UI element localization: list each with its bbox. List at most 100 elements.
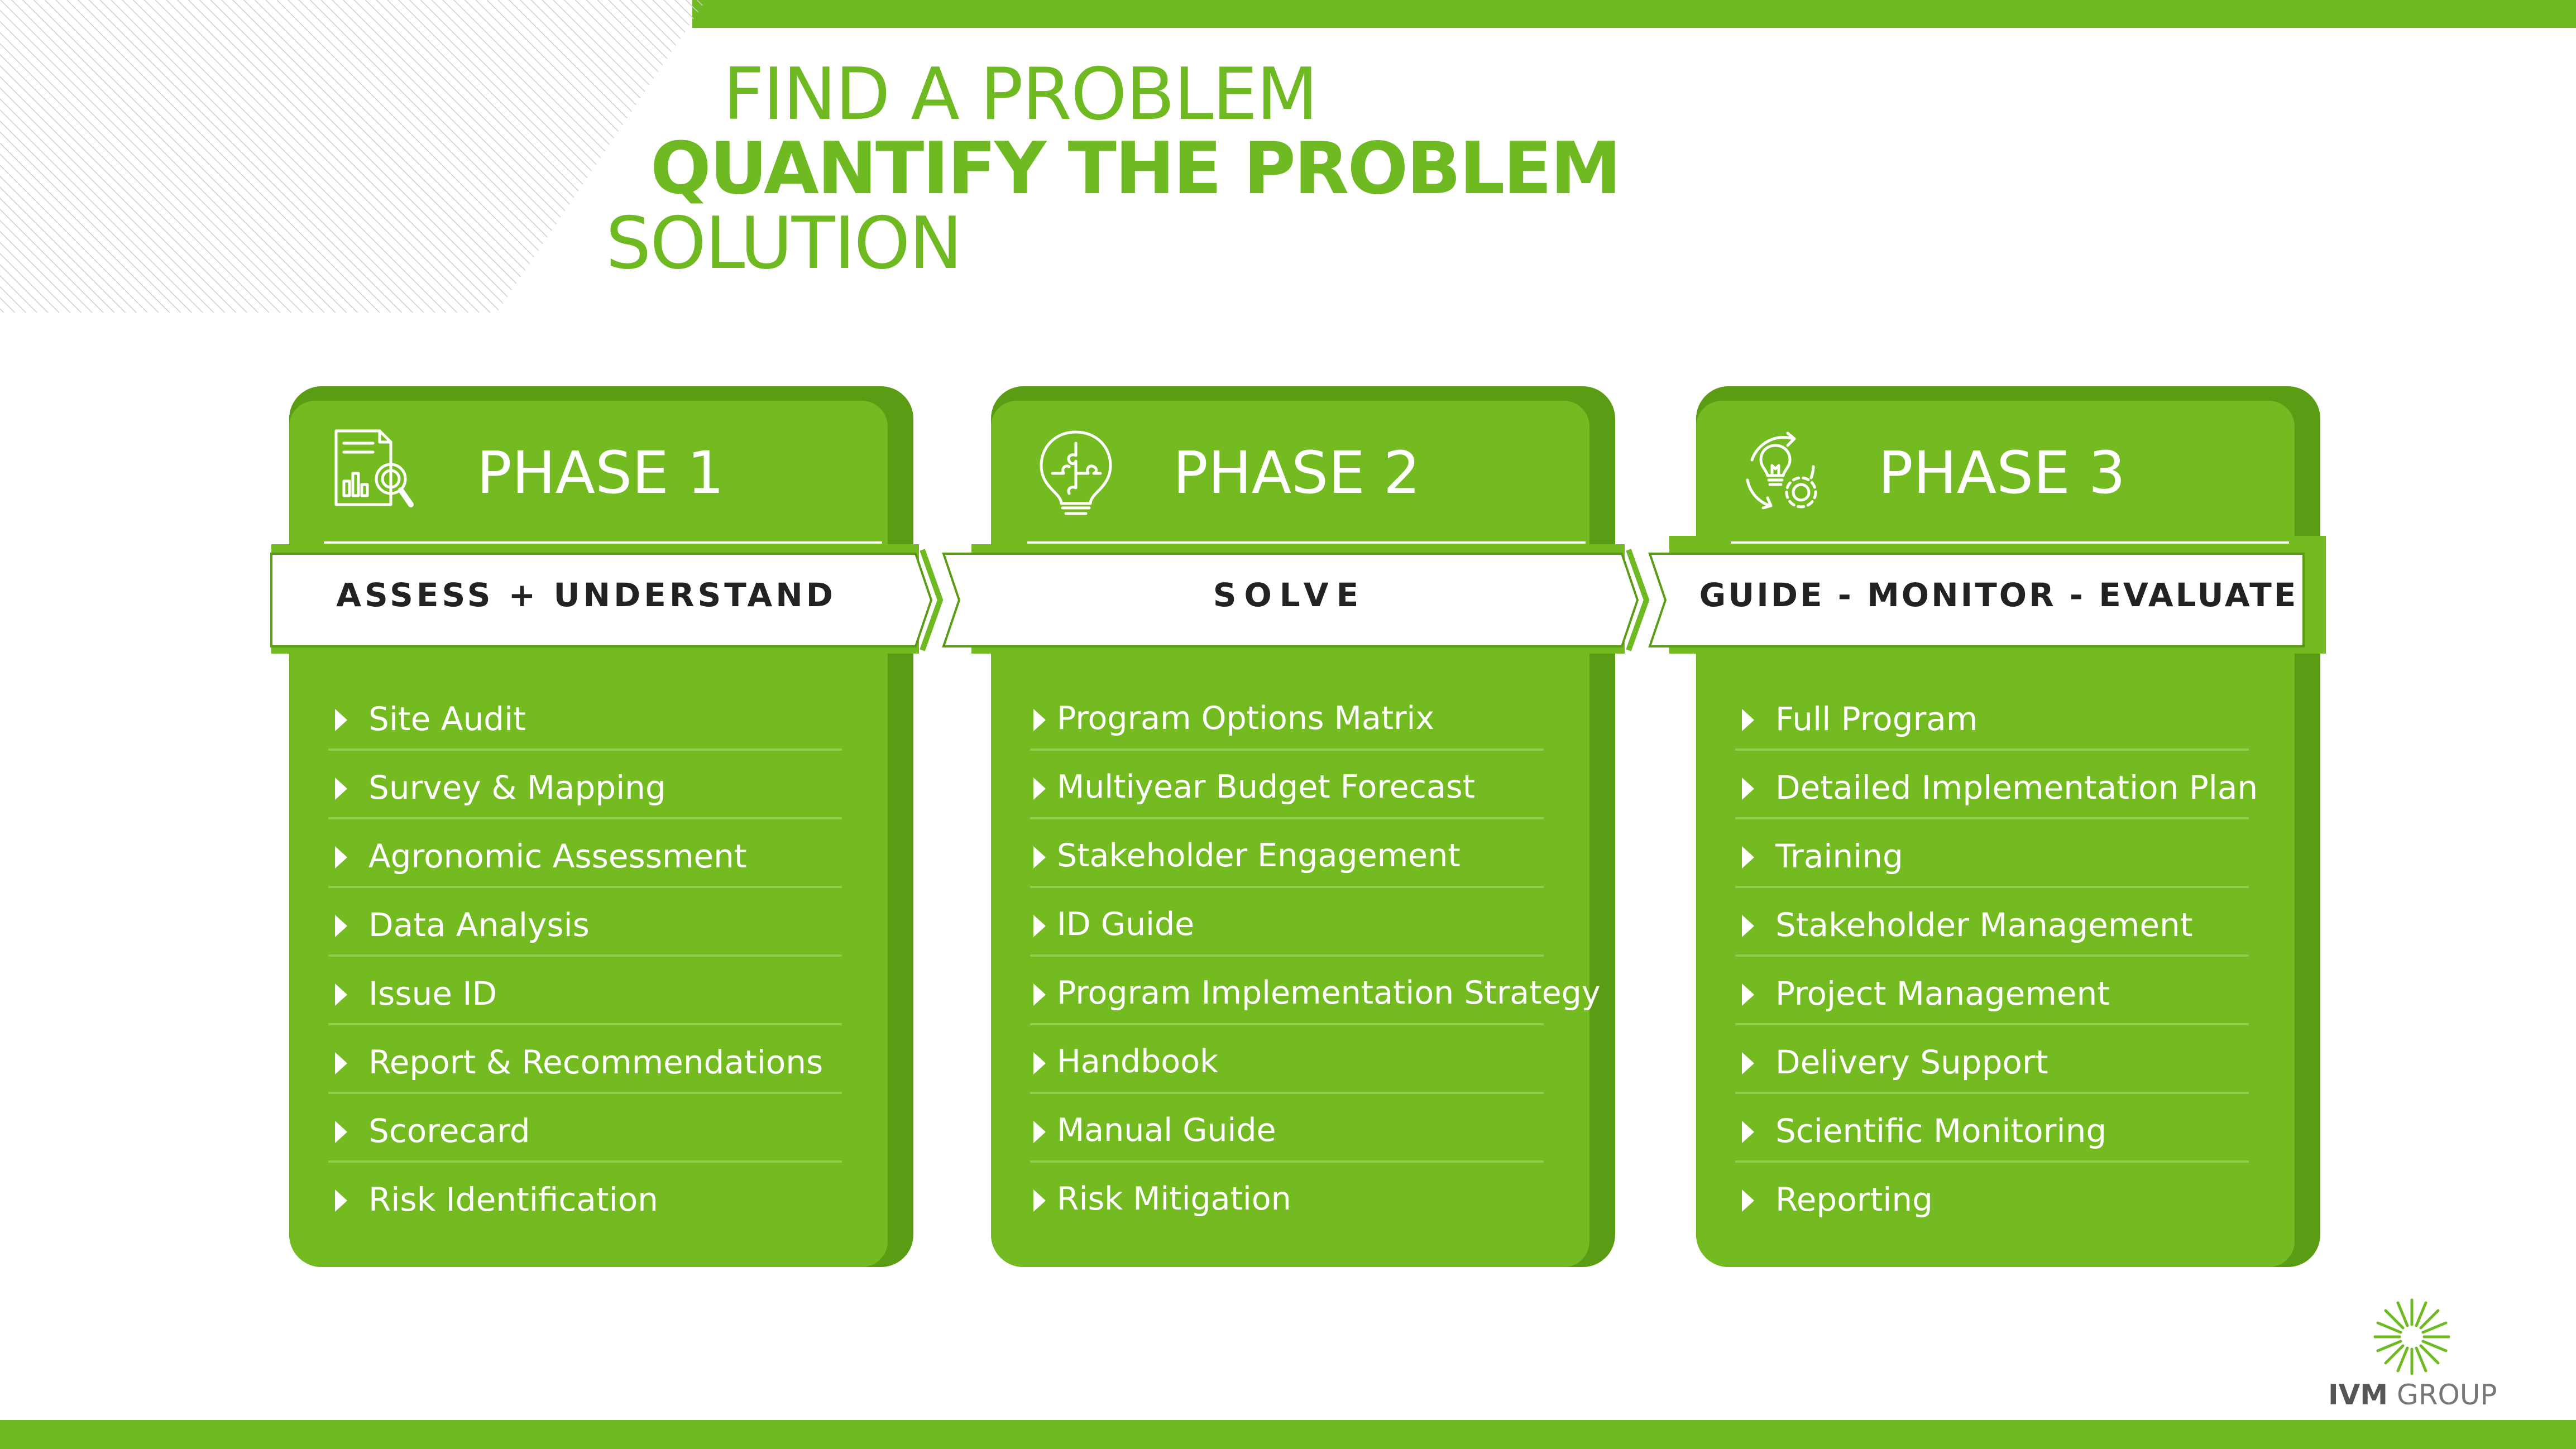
caret-right-icon — [1033, 709, 1046, 731]
headline-quantify-problem: QUANTIFY THE PROBLEM — [650, 127, 1621, 210]
phase-title: PHASE 2 — [1173, 439, 1421, 507]
logo-suffix: GROUP — [2388, 1379, 2497, 1411]
lightbulb-puzzle-icon — [1040, 430, 1112, 515]
phase-3-items: Full Program Detailed Implementation Pla… — [1735, 682, 2258, 1231]
banner-label-solve: SOLVE — [1213, 576, 1367, 614]
caret-right-icon — [1033, 983, 1046, 1006]
report-magnifier-icon — [334, 429, 414, 507]
caret-right-icon — [1742, 983, 1754, 1006]
list-item: Risk Identification — [328, 1163, 842, 1231]
list-item: Data Analysis — [328, 888, 842, 957]
list-item-text: Agronomic Assessment — [368, 837, 747, 875]
list-item-text: Full Program — [1775, 700, 1978, 738]
caret-right-icon — [1033, 1189, 1046, 1212]
caret-right-icon — [1742, 1189, 1754, 1212]
caret-right-icon — [335, 846, 347, 869]
caret-right-icon — [1033, 778, 1046, 800]
diagonal-hatch-decoration — [0, 0, 706, 313]
list-item-text: Scientific Monitoring — [1775, 1112, 2107, 1150]
caret-right-icon — [335, 983, 347, 1006]
caret-right-icon — [1742, 1052, 1754, 1074]
list-item: Training — [1735, 819, 2249, 888]
list-item-text: Training — [1775, 837, 1903, 875]
list-item: Program Options Matrix — [1030, 682, 1544, 751]
list-item-text: Reporting — [1775, 1181, 1933, 1218]
list-item-text: Handbook — [1057, 1043, 1219, 1080]
caret-right-icon — [335, 1121, 347, 1143]
caret-right-icon — [1033, 846, 1046, 869]
list-item-text: Risk Identification — [368, 1181, 658, 1218]
list-item: Issue ID — [328, 957, 842, 1025]
phase-title: PHASE 1 — [477, 439, 725, 507]
list-item: Scorecard — [328, 1094, 842, 1163]
list-item-text: ID Guide — [1057, 906, 1195, 943]
list-item-text: Stakeholder Management — [1775, 906, 2193, 944]
list-item: Full Program — [1735, 682, 2249, 751]
list-item: ID Guide — [1030, 888, 1544, 957]
list-item-text: Survey & Mapping — [368, 769, 666, 807]
chevron-right-icon — [1626, 549, 1650, 651]
headline-solution: SOLUTION — [606, 202, 963, 285]
list-item: Handbook — [1030, 1025, 1544, 1094]
list-item-text: Scorecard — [368, 1112, 530, 1150]
caret-right-icon — [1742, 846, 1754, 869]
list-item-text: Stakeholder Engagement — [1057, 837, 1461, 874]
list-item-text: Multiyear Budget Forecast — [1057, 769, 1475, 805]
caret-right-icon — [335, 915, 347, 937]
headline-find-problem: FIND A PROBLEM — [723, 53, 1318, 136]
ivm-starburst-icon — [2373, 1298, 2450, 1375]
top-accent-bar — [692, 0, 2576, 28]
list-item: Detailed Implementation Plan — [1735, 751, 2258, 819]
logo-brand: IVM — [2328, 1379, 2388, 1411]
lightbulb-gear-cycle-icon — [1746, 431, 1817, 510]
caret-right-icon — [1742, 778, 1754, 800]
caret-right-icon — [1033, 1121, 1046, 1143]
caret-right-icon — [335, 778, 347, 800]
list-item: Survey & Mapping — [328, 751, 842, 819]
list-item: Program Implementation Strategy — [1030, 957, 1601, 1025]
caret-right-icon — [335, 709, 347, 731]
list-item: Scientific Monitoring — [1735, 1094, 2249, 1163]
list-item: Project Management — [1735, 957, 2249, 1025]
list-item-text: Manual Guide — [1057, 1112, 1276, 1149]
list-item-text: Program Implementation Strategy — [1057, 975, 1601, 1011]
banner-label-guide: GUIDE - MONITOR - EVALUATE — [1699, 576, 2299, 614]
list-item: Risk Mitigation — [1030, 1163, 1544, 1231]
list-item-text: Site Audit — [368, 700, 526, 738]
list-item: Stakeholder Management — [1735, 888, 2249, 957]
caret-right-icon — [1742, 915, 1754, 937]
list-item-text: Detailed Implementation Plan — [1775, 769, 2258, 807]
caret-right-icon — [1742, 1121, 1754, 1143]
chevron-right-icon — [920, 549, 944, 651]
list-item-text: Issue ID — [368, 975, 497, 1013]
phase-title: PHASE 3 — [1878, 439, 2126, 507]
logo-wordmark: IVM GROUP — [2328, 1379, 2497, 1411]
caret-right-icon — [1033, 1052, 1046, 1074]
list-item-text: Delivery Support — [1775, 1043, 2048, 1081]
list-item-text: Program Options Matrix — [1057, 700, 1435, 737]
list-item: Stakeholder Engagement — [1030, 819, 1544, 888]
phase-2-card: PHASE 2 Program Options Matrix Multiyear… — [991, 386, 1615, 1267]
list-item: Multiyear Budget Forecast — [1030, 751, 1544, 819]
caret-right-icon — [1033, 915, 1046, 937]
caret-right-icon — [1742, 709, 1754, 731]
list-item-text: Risk Mitigation — [1057, 1181, 1291, 1217]
list-item: Agronomic Assessment — [328, 819, 842, 888]
phase-3-card: PHASE 3 Full Program Detailed Implementa… — [1696, 386, 2320, 1267]
caret-right-icon — [335, 1052, 347, 1074]
list-item: Manual Guide — [1030, 1094, 1544, 1163]
phase-2-items: Program Options Matrix Multiyear Budget … — [1030, 682, 1601, 1231]
list-item-text: Project Management — [1775, 975, 2110, 1013]
banner-label-assess: ASSESS + UNDERSTAND — [336, 576, 836, 614]
phase-1-card: PHASE 1 Site Audit Survey & Mapping Agro… — [289, 386, 913, 1267]
list-item-text: Report & Recommendations — [368, 1043, 823, 1081]
list-item-text: Data Analysis — [368, 906, 590, 944]
list-item: Report & Recommendations — [328, 1025, 842, 1094]
phase-1-items: Site Audit Survey & Mapping Agronomic As… — [328, 682, 842, 1231]
list-item: Delivery Support — [1735, 1025, 2249, 1094]
bottom-accent-bar — [0, 1420, 2576, 1449]
list-item: Site Audit — [328, 682, 842, 751]
list-item: Reporting — [1735, 1163, 2249, 1231]
ivm-group-logo: IVM GROUP — [2317, 1295, 2507, 1411]
caret-right-icon — [335, 1189, 347, 1212]
